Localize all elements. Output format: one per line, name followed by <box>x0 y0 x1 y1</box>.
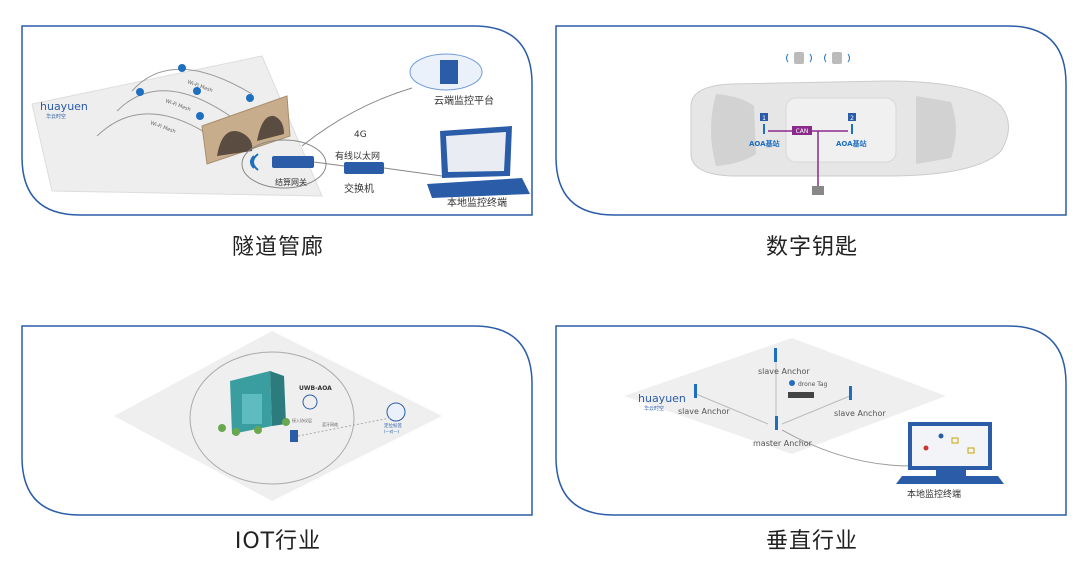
master-anchor-label: master Anchor <box>753 439 813 448</box>
phone-icon <box>832 52 842 64</box>
4g-label: 4G <box>354 130 367 140</box>
floor-plane <box>624 338 946 454</box>
anchor-scene: huayuen 华云时空 slave Anchor slave Anchor s… <box>624 338 1004 500</box>
slave-anchor-left-label: slave Anchor <box>678 407 730 416</box>
device-icon <box>386 402 406 422</box>
tunnel-scene: huayuen 华云时空 Wi-Fi Mesh Wi-Fi Mesh Wi-Fi… <box>31 53 530 209</box>
gateway-label: 结算网关 <box>275 177 307 187</box>
panel-iot: UWB-AOA 定位标签 (一对一) 接入协议层 蓝牙网络 <box>21 325 534 516</box>
car-scene: 1 2 CAN AOA基站 AOA基站 <box>690 52 1009 195</box>
caption-tunnel: 隧道管廊 <box>231 235 324 260</box>
panel-digital-key: 1 2 CAN AOA基站 AOA基站 <box>555 25 1068 216</box>
tag-icon <box>290 430 298 442</box>
uwb-label: UWB-AOA <box>299 385 332 392</box>
floor-plane <box>31 55 323 197</box>
caption-digital-key: 数字钥匙 <box>765 235 858 260</box>
anchor-num-2: 2 <box>850 115 854 122</box>
device-sublabel: (一对一) <box>384 428 400 434</box>
keyboard-icon <box>896 476 1004 484</box>
anchor-antenna-icon <box>694 348 852 430</box>
anchor-label-2: AOA基站 <box>836 139 867 148</box>
caption-vertical: 垂直行业 <box>765 529 858 554</box>
anchor-badge-1 <box>760 113 768 121</box>
can-bus-badge <box>792 126 812 135</box>
drone-icon <box>788 392 814 398</box>
anchor-num-1: 1 <box>762 115 766 122</box>
antenna-icon <box>763 124 853 134</box>
map-pin-icon <box>136 64 254 120</box>
brand-logo: huayuen <box>638 392 686 405</box>
tree-icon <box>218 418 290 436</box>
brand-subtitle: 华云时空 <box>46 113 66 120</box>
key-fob-icon <box>794 52 804 64</box>
terminal-label: 本地监控终端 <box>447 196 507 209</box>
ethernet-label: 有线以太网 <box>335 150 380 162</box>
ecu-icon <box>812 186 824 195</box>
uwb-antenna-icon <box>302 394 318 410</box>
can-label: CAN <box>796 128 809 135</box>
caption-iot: IOT行业 <box>234 529 322 554</box>
slave-anchor-right-label: slave Anchor <box>834 409 886 418</box>
cloud-label: 云端监控平台 <box>434 94 494 107</box>
brand-subtitle: 华云时空 <box>644 405 664 412</box>
gateway-device <box>272 156 314 168</box>
anchor-label-1: AOA基站 <box>749 139 780 148</box>
terminal-label: 本地监控终端 <box>907 488 961 500</box>
brand-logo: huayuen <box>40 100 88 113</box>
anchor-badge-2 <box>848 113 856 121</box>
switch-label: 交换机 <box>344 182 374 195</box>
panel-vertical: huayuen 华云时空 slave Anchor slave Anchor s… <box>555 325 1068 516</box>
ble-label: 蓝牙网络 <box>322 421 338 427</box>
slave-anchor-top-label: slave Anchor <box>758 367 810 376</box>
iot-scene: UWB-AOA 定位标签 (一对一) 接入协议层 蓝牙网络 <box>114 331 442 501</box>
panel-tunnel: huayuen 华云时空 Wi-Fi Mesh Wi-Fi Mesh Wi-Fi… <box>21 25 534 216</box>
switch-device <box>344 162 384 174</box>
device-label: 定位标签 <box>384 422 402 429</box>
keyboard-icon <box>427 178 530 198</box>
map-pin-icon <box>789 380 795 386</box>
drone-tag-label: drone Tag <box>798 381 828 388</box>
entry-label: 接入协议层 <box>292 417 312 423</box>
